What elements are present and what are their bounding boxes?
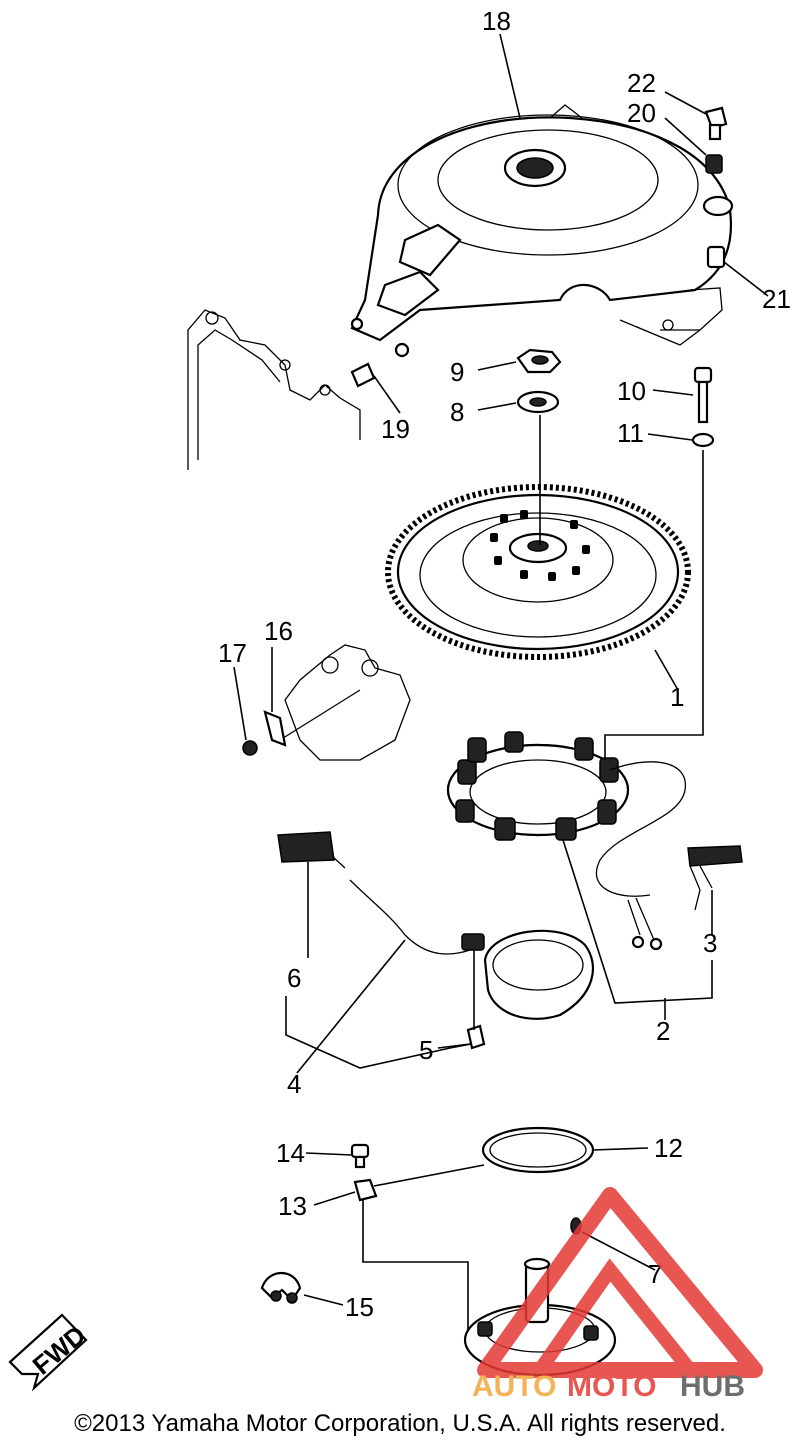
flywheel xyxy=(385,484,691,660)
plate-bracket xyxy=(619,195,734,346)
callout-labels: 18 22 20 21 19 9 8 10 11 1 16 17 3 2 6 5… xyxy=(218,6,791,1322)
label-5: 5 xyxy=(419,1035,433,1065)
collar-20 xyxy=(705,154,723,174)
label-14: 14 xyxy=(276,1138,305,1168)
nut-9 xyxy=(516,348,562,374)
label-10: 10 xyxy=(617,376,646,406)
screw-19 xyxy=(350,362,376,388)
washer-11 xyxy=(691,432,715,448)
label-1: 1 xyxy=(670,682,684,712)
copyright-notice: ©2013 Yamaha Motor Corporation, U.S.A. A… xyxy=(74,1410,726,1437)
watermark-brand-b: MOTO xyxy=(567,1370,656,1403)
label-2: 2 xyxy=(656,1016,670,1046)
label-19: 19 xyxy=(381,414,410,444)
label-3: 3 xyxy=(703,928,717,958)
automotohub-watermark-logo: AUTO MOTO HUB xyxy=(472,1187,763,1403)
label-21: 21 xyxy=(762,284,791,314)
clamp-13 xyxy=(353,1178,378,1202)
label-18: 18 xyxy=(482,6,511,36)
label-11: 11 xyxy=(617,418,644,448)
label-13: 13 xyxy=(278,1191,307,1221)
label-6: 6 xyxy=(287,963,301,993)
label-7: 7 xyxy=(648,1259,662,1289)
clip-15 xyxy=(260,1272,302,1304)
stator-connector xyxy=(687,845,743,911)
screw-5 xyxy=(466,1024,486,1050)
watermark-brand-a: AUTO xyxy=(472,1370,556,1403)
pulser-coil xyxy=(277,831,594,1020)
ring-12 xyxy=(481,1126,595,1174)
label-4: 4 xyxy=(287,1069,301,1099)
pulser-connector xyxy=(277,831,335,863)
label-9: 9 xyxy=(450,357,464,387)
fwd-arrow: FWD xyxy=(8,1313,91,1392)
flywheel-cover xyxy=(350,104,733,358)
label-22: 22 xyxy=(627,68,656,98)
label-16: 16 xyxy=(264,616,293,646)
label-12: 12 xyxy=(654,1133,683,1163)
stator xyxy=(446,731,743,951)
washer-8 xyxy=(516,390,560,414)
label-8: 8 xyxy=(450,397,464,427)
leader-lines xyxy=(233,33,769,1330)
label-15: 15 xyxy=(345,1292,374,1322)
bolt-22 xyxy=(704,106,728,141)
timing-pointer-assembly xyxy=(242,644,411,761)
screw-14 xyxy=(350,1143,370,1169)
engine-bracket xyxy=(187,309,361,470)
bolt-10 xyxy=(693,366,713,424)
label-17: 17 xyxy=(218,638,247,668)
label-20: 20 xyxy=(627,98,656,128)
watermark-brand-c: HUB xyxy=(680,1370,745,1403)
